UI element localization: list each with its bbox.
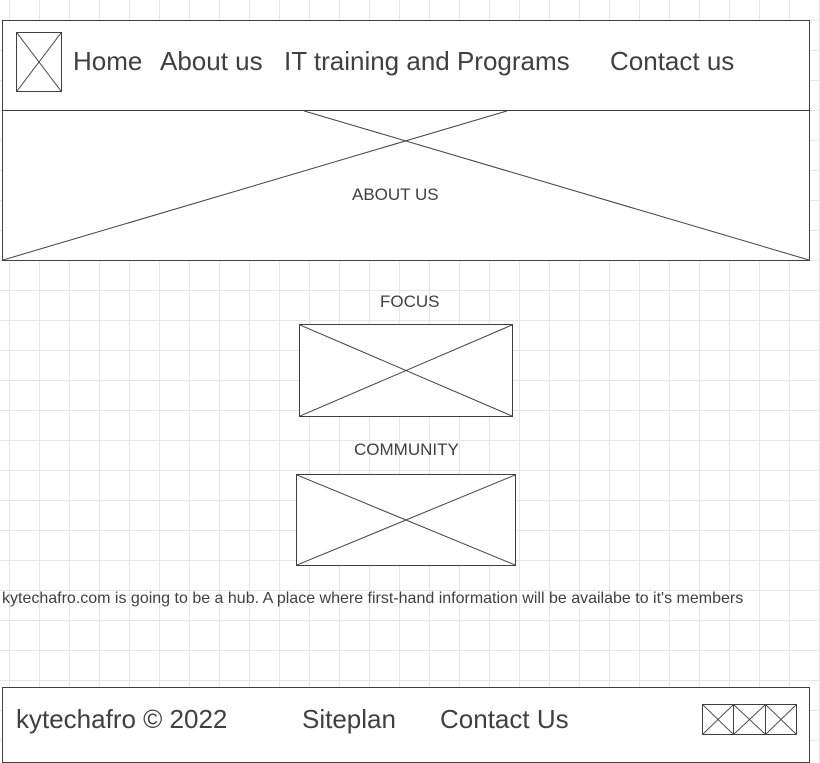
logo-image-placeholder-icon[interactable] — [16, 32, 62, 92]
intro-text: kytechafro.com is going to be a hub. A p… — [2, 590, 744, 607]
hero-title: ABOUT US — [352, 185, 439, 204]
nav-link-contact-us[interactable]: Contact us — [610, 46, 735, 76]
community-image-placeholder-icon — [296, 474, 516, 566]
nav-link-about-us[interactable]: About us — [160, 46, 263, 76]
hero-image-placeholder-icon — [2, 110, 810, 261]
focus-heading: FOCUS — [380, 292, 440, 311]
site-header — [2, 20, 810, 111]
social-image-placeholder-icon[interactable] — [702, 704, 734, 735]
social-image-placeholder-icon[interactable] — [765, 704, 797, 735]
site-footer — [2, 687, 810, 763]
footer-link-contact-us[interactable]: Contact Us — [440, 704, 569, 734]
focus-image-placeholder-icon — [299, 324, 513, 417]
nav-link-it-training[interactable]: IT training and Programs — [284, 46, 570, 76]
nav-link-home[interactable]: Home — [73, 46, 143, 76]
footer-link-siteplan[interactable]: Siteplan — [302, 704, 396, 734]
social-image-placeholder-icon[interactable] — [733, 704, 766, 735]
footer-copyright: kytechafro © 2022 — [16, 704, 228, 734]
community-heading: COMMUNITY — [354, 440, 459, 459]
